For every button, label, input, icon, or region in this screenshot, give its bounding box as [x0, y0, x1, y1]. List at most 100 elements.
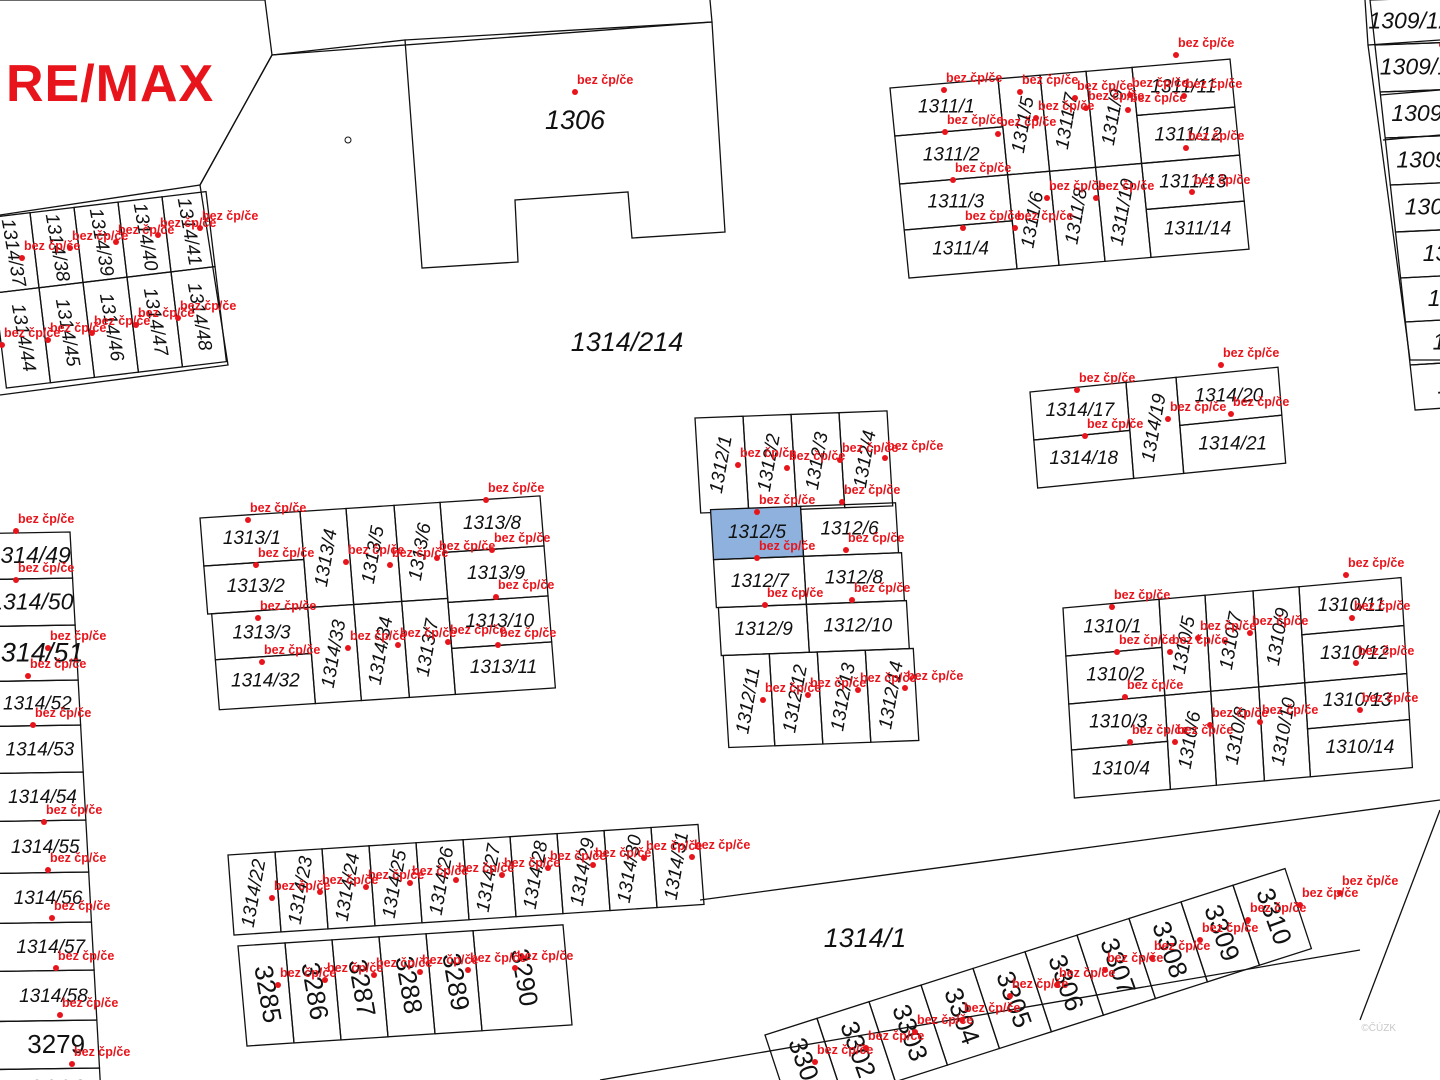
address-point-dot: [1082, 433, 1088, 439]
parcel-edge-6[interactable]: [1399, 275, 1440, 323]
parcel-label: 13: [1428, 285, 1440, 311]
parcel-label: 1314/41: [173, 196, 206, 267]
parcel-1314-48[interactable]: [170, 265, 228, 368]
parcel-1310-14[interactable]: [1306, 718, 1414, 778]
parcel-1313-11[interactable]: [450, 641, 557, 696]
parcel-1314-21[interactable]: [1179, 414, 1287, 475]
address-point-dot: [269, 895, 275, 901]
address-point-dot: [590, 862, 596, 868]
parcel-3302[interactable]: [816, 1000, 896, 1080]
parcel-1311-14[interactable]: [1145, 200, 1250, 259]
address-point-label: bez čp/če: [817, 1043, 873, 1057]
address-point-label: bez čp/če: [810, 676, 866, 690]
address-point-dot: [275, 982, 281, 988]
parcel-label: 1312/10: [823, 615, 892, 636]
parcel-1312-14[interactable]: [864, 647, 920, 743]
address-point-dot: [13, 528, 19, 534]
parcel-edge-2[interactable]: [1379, 89, 1440, 139]
parcel-3290[interactable]: [472, 924, 573, 1032]
address-point-dot: [1189, 189, 1195, 195]
address-point-label: bez čp/če: [1233, 395, 1289, 409]
address-point-label: bez čp/če: [1302, 886, 1358, 900]
address-point-dot: [1054, 982, 1060, 988]
address-point-label: bez čp/če: [1022, 73, 1078, 87]
parcel-1314-31[interactable]: [650, 823, 705, 909]
parcel-label: 1310/13: [1323, 690, 1392, 711]
parcel-edge-7[interactable]: [1404, 319, 1440, 366]
address-point-dot: [41, 819, 47, 825]
address-point-label: bez čp/če: [74, 1045, 130, 1059]
address-point-label: bez čp/če: [577, 73, 633, 87]
parcel-label: 1310/1: [1083, 617, 1141, 638]
remax-logo: RE/MAX: [6, 54, 236, 114]
parcel-label: 1314/37: [0, 217, 30, 290]
parcel-edge-8[interactable]: [1409, 362, 1440, 411]
address-point-label: bez čp/če: [964, 1001, 1020, 1015]
road-label: 1314/1: [824, 923, 907, 953]
parcel-edge-4[interactable]: [1389, 182, 1440, 233]
address-point-dot: [19, 255, 25, 261]
address-point-label: bez čp/če: [368, 868, 424, 882]
address-point-label: bez čp/če: [450, 623, 506, 637]
parcel-edge-5[interactable]: [1394, 229, 1440, 279]
address-point-dot: [1337, 890, 1343, 896]
parcel-3301[interactable]: [764, 1017, 843, 1080]
parcel-3310[interactable]: [1232, 867, 1313, 967]
address-point-label: bez čp/če: [376, 956, 432, 970]
address-point-dot: [345, 645, 351, 651]
address-point-dot: [754, 509, 760, 515]
address-point-dot: [453, 877, 459, 883]
address-point-label: bez čp/če: [72, 229, 128, 243]
address-point-label: bez čp/če: [258, 546, 314, 560]
address-point-dot: [363, 884, 369, 890]
parcel-3280[interactable]: [0, 1067, 102, 1080]
address-point-label: bez čp/če: [494, 531, 550, 545]
parcel-label: 1314/49: [0, 542, 71, 568]
address-point-dot: [912, 1029, 918, 1035]
address-point-dot: [1109, 604, 1115, 610]
address-point-label: bez čp/če: [1012, 977, 1068, 991]
address-point-label: bez čp/če: [789, 449, 845, 463]
logo-text: RE/MAX: [6, 55, 215, 113]
address-point-dot: [69, 1061, 75, 1067]
address-point-label: bez čp/če: [1059, 966, 1115, 980]
address-point-label: bez čp/če: [517, 949, 573, 963]
parcel-edge-3[interactable]: [1384, 135, 1440, 186]
address-point-dot: [434, 555, 440, 561]
parcel-label: 13: [1423, 240, 1440, 266]
address-point-dot: [133, 322, 139, 328]
building-label: 1306: [545, 105, 606, 135]
address-point-label: bez čp/če: [4, 326, 60, 340]
address-point-dot: [57, 1012, 63, 1018]
parcel-edge-0[interactable]: [1369, 0, 1440, 46]
address-point-dot: [849, 597, 855, 603]
parcel-label: 3280: [30, 1074, 88, 1080]
address-point-dot: [1127, 739, 1133, 745]
address-point-label: bez čp/če: [260, 599, 316, 613]
parcel-label: 1314/21: [1198, 433, 1267, 454]
address-point-dot: [1102, 967, 1108, 973]
address-point-label: bez čp/če: [274, 879, 330, 893]
parcel-1312-4[interactable]: [838, 410, 894, 509]
address-point-dot: [1165, 416, 1171, 422]
address-point-label: bez čp/če: [1098, 179, 1154, 193]
address-point-label: bez čp/če: [887, 439, 943, 453]
address-point-dot: [1044, 195, 1050, 201]
address-point-dot: [1007, 993, 1013, 999]
address-point-label: bez čp/če: [30, 657, 86, 671]
parcel-label: 1312/8: [825, 568, 884, 589]
address-point-dot: [754, 555, 760, 561]
parcel-label: 1311/2: [923, 144, 980, 165]
address-point-dot: [197, 225, 203, 231]
address-point-dot: [1228, 411, 1234, 417]
address-point-dot: [960, 225, 966, 231]
parcel-label: 1311/14: [1164, 218, 1231, 239]
building-1306[interactable]: [271, 21, 726, 269]
address-point-label: bez čp/če: [24, 239, 80, 253]
parcel-label: 1312/1: [706, 434, 737, 495]
parcel-label: 1314/24: [332, 852, 365, 923]
parcel-label: 1311/3: [928, 191, 985, 212]
parcel-label: 13: [1437, 373, 1440, 399]
parcel-edge-1[interactable]: [1374, 42, 1440, 93]
